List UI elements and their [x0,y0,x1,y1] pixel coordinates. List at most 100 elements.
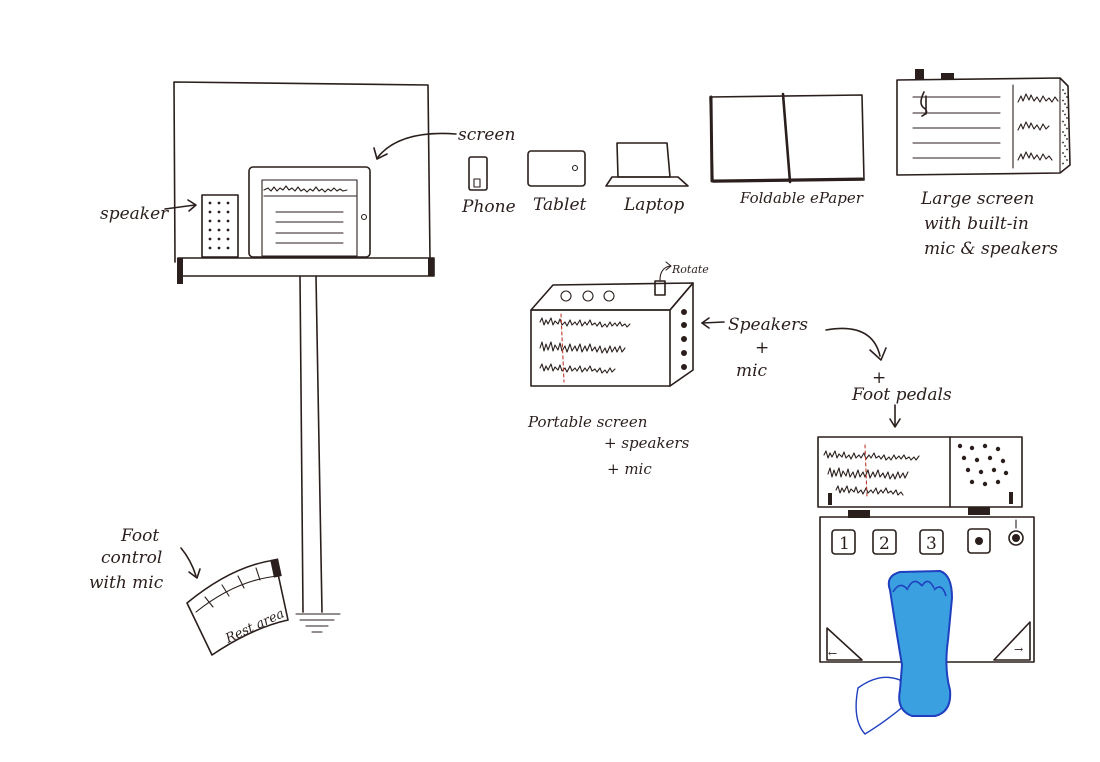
pedal-clip-right [968,507,990,515]
speaker-dot [1066,117,1068,119]
speaker-dot [1066,128,1068,130]
portable-side-dots [681,309,687,370]
foot-drawing [856,571,952,734]
speaker-dot [1066,96,1068,98]
foot-control-label-1: Foot [120,526,159,546]
speaker-dot [1062,131,1064,133]
screen-lines [264,196,356,243]
stand-shelf [178,258,434,276]
speaker-dot [1062,152,1064,154]
pedal-right-arrow: → [1014,643,1023,656]
speaker-dot [992,468,996,472]
speaker-dot [227,211,230,214]
pedal-mic-left [828,493,832,505]
speaker-arrow [165,205,195,209]
portable-wave-2 [540,342,625,353]
speakers-plus: + [755,338,769,358]
foot-sole [889,571,952,716]
device-options: Phone Tablet Laptop Foldable ePaper [461,69,1070,259]
speaker-dot [1004,471,1008,475]
rest-area-label: Rest area [222,606,286,647]
speaker-dot [1064,93,1066,95]
portable-caption-3: + mic [607,460,652,478]
speaker-dot [966,468,970,472]
speakers-label: Speakers [728,315,808,335]
foot-control-label-3: with mic [89,573,164,593]
screen-arrow [378,133,456,157]
laptop-sketch [606,143,688,186]
speaker-dot [1064,103,1066,105]
large-screen-label-2: with built-in [924,214,1029,234]
shelf-screen [249,167,370,257]
speaker-dot [996,480,1000,484]
pedal-mic-right [1009,492,1013,504]
speaker-dot [975,458,979,462]
speaker-dot [1062,89,1064,91]
pedal-speaker-dots [958,444,1008,486]
stand-frame [174,82,430,262]
pedal-wave-1 [824,451,919,460]
portable-side [670,283,693,386]
speaker-dot [209,247,212,250]
pedal-right-corner[interactable] [994,622,1030,660]
screen-waveform [264,186,347,192]
speaker-dot [209,238,212,241]
pedal-wave-3 [836,486,903,495]
speaker-dot [227,202,230,205]
speaker-dot [979,470,983,474]
speaker-dot [227,247,230,250]
foldable-epaper-sketch [710,94,864,182]
foot-control-top-edge [196,576,278,612]
rotate-label: Rotate [671,263,709,276]
speaker-dot [958,444,962,448]
record-dot [975,537,983,545]
speaker-dot [227,229,230,232]
speaker-dot [1066,159,1068,161]
speaker-dot [209,220,212,223]
large-screen-sketch [897,69,1070,175]
foot-pedals-setup: + Foot pedals 1 2 3 ← → [818,328,1034,734]
speaker-dot [218,247,221,250]
speaker-dot [227,220,230,223]
speaker-dot [1066,107,1068,109]
phone-label: Phone [461,197,516,217]
tablet-sketch [528,151,585,186]
foot-control-setup: Foot control with mic Rest area [89,526,288,655]
speaker-dot [227,238,230,241]
speaker-dot [218,211,221,214]
portable-screen-setup: Rotate Speakers + mic Portable screen + … [527,262,808,478]
speaker-dot [1062,142,1064,144]
pedal-wave-2 [828,468,908,479]
speaker-dot [983,444,987,448]
large-screen-label-1: Large screen [920,189,1034,209]
speaker-dot [1064,145,1066,147]
knob-3 [604,291,614,301]
portable-caption-1: Portable screen [527,413,647,431]
pedal-button-3-label: 3 [926,534,937,554]
speaker-dot [218,229,221,232]
portable-caption-2: + speakers [604,434,690,452]
screen-label: screen [458,125,515,145]
speaker-dot [1062,110,1064,112]
foldable-label: Foldable ePaper [739,189,864,207]
speaker-dot [1064,135,1066,137]
tablet-label: Tablet [533,195,587,215]
speaker-dot [962,456,966,460]
speakers-mic: mic [736,361,768,381]
foot-control-mic [270,558,282,577]
speaker-dot [218,238,221,241]
speaker-dot [209,211,212,214]
speaker-dot [983,482,987,486]
stand-pole [300,276,322,612]
speaker-dot [1001,459,1005,463]
speaker-dot [1066,149,1068,151]
speaker-dot [988,456,992,460]
speaker-label: speaker [100,204,169,224]
speaker-dot [218,202,221,205]
foot-control-label-2: control [101,548,162,568]
shelf-speaker [202,195,238,257]
phone-sketch [469,157,487,190]
speaker-dot [1064,124,1066,126]
speaker-dot [1064,156,1066,158]
